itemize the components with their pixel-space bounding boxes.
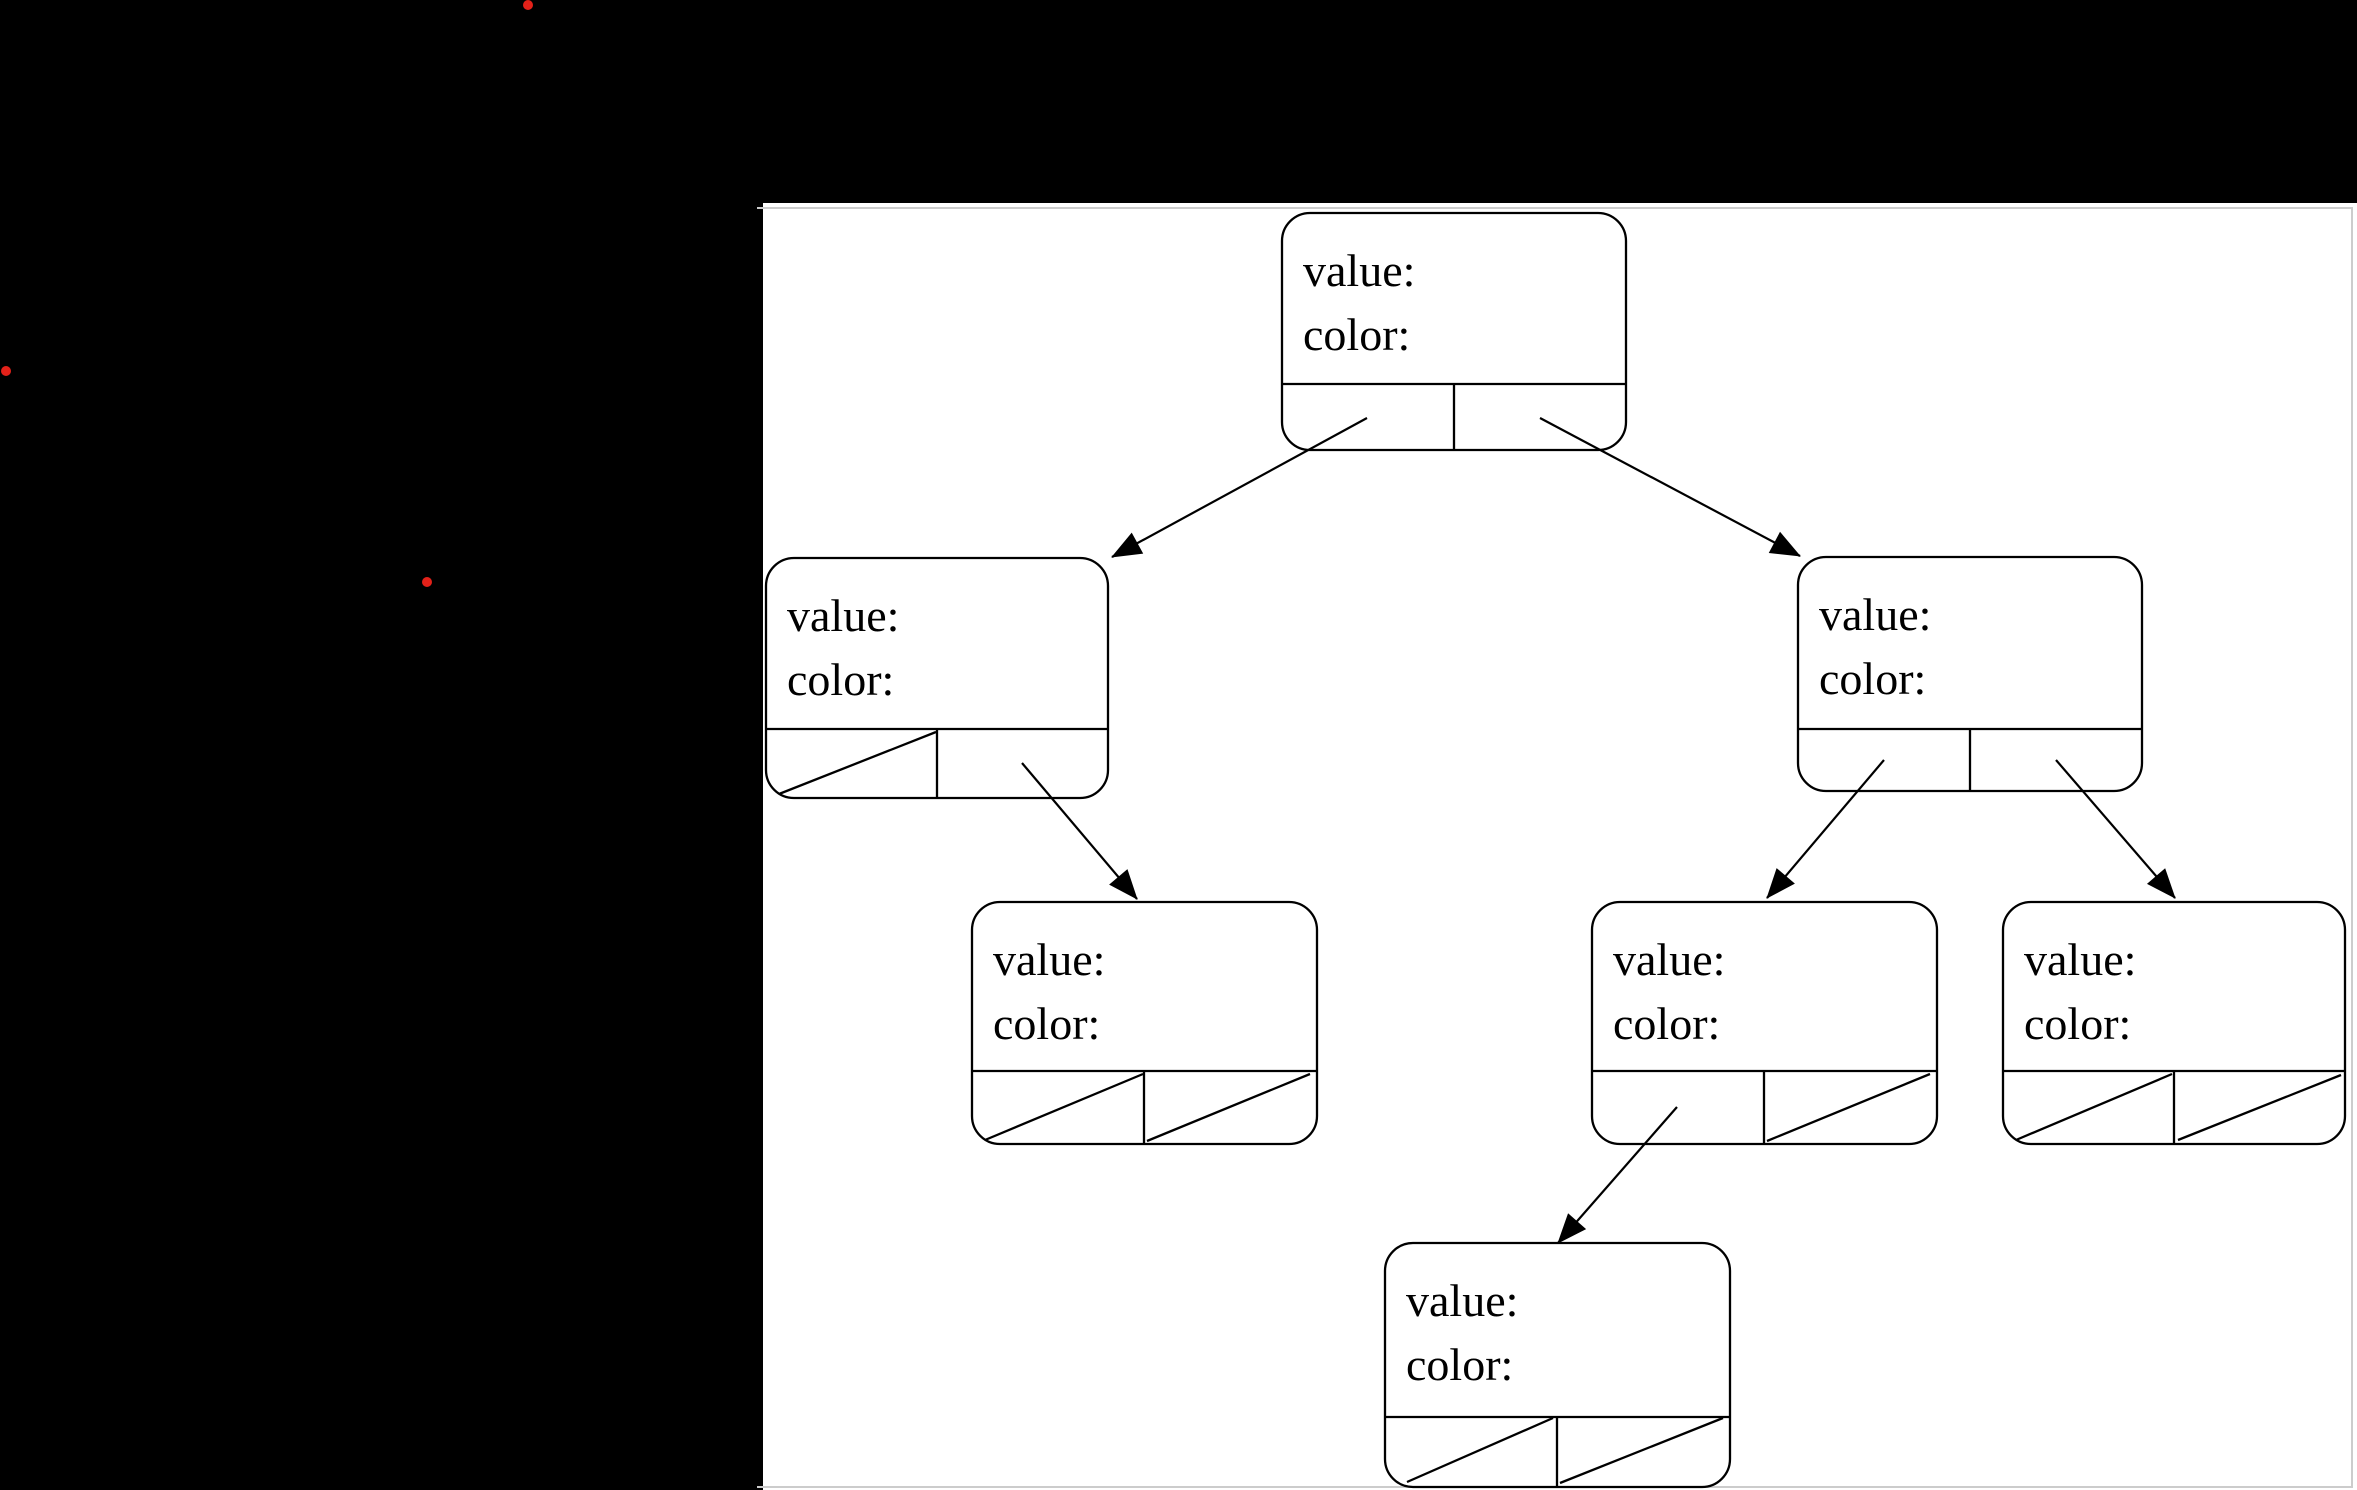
pointer-arrow-to-bottom-node <box>1557 1106 1678 1244</box>
node-value-label: value: <box>1819 589 1931 640</box>
null-pointer-diagonal <box>1559 1416 1724 1485</box>
node-color-label: color: <box>1613 998 1720 1049</box>
pointer-arrow-leftchild-right <box>1021 762 1138 900</box>
tree-node-left-right-grandchild: value: color: <box>970 900 1319 1146</box>
node-color-label: color: <box>1819 653 1926 704</box>
null-pointer-diagonal <box>2015 1072 2173 1142</box>
node-value-label: value: <box>1406 1275 1518 1326</box>
node-color-label: color: <box>787 654 894 705</box>
node-value-label: value: <box>993 934 1105 985</box>
pointer-arrow-root-left <box>1111 417 1368 558</box>
red-marker-dot <box>523 0 533 10</box>
tree-node-root: value: color: <box>1280 211 1628 452</box>
null-pointer-diagonal <box>1766 1072 1931 1143</box>
tree-node-left-child: value: color: <box>764 556 1110 800</box>
red-marker-dot <box>422 577 432 587</box>
node-color-label: color: <box>2024 998 2131 1049</box>
node-color-label: color: <box>1406 1339 1513 1390</box>
node-value-label: value: <box>1303 245 1415 296</box>
tree-node-right-left-grandchild: value: color: <box>1590 900 1939 1146</box>
null-pointer-diagonal <box>1146 1072 1311 1143</box>
null-pointer-diagonal <box>778 730 937 796</box>
tree-diagram: value: color: value: color: value: color… <box>764 211 2347 1489</box>
node-value-label: value: <box>2024 934 2136 985</box>
pointer-arrow-rightchild-left <box>1766 759 1885 899</box>
node-value-label: value: <box>787 590 899 641</box>
pointer-arrow-root-right <box>1539 417 1801 557</box>
pointer-arrow-rightchild-right <box>2055 759 2176 899</box>
node-color-label: color: <box>1303 309 1410 360</box>
null-pointer-diagonal <box>2177 1073 2342 1142</box>
tree-node-bottom: value: color: <box>1383 1241 1732 1489</box>
tree-node-right-right-grandchild: value: color: <box>2001 900 2347 1146</box>
null-pointer-diagonal <box>984 1072 1144 1142</box>
red-marker-dot <box>1 366 11 376</box>
node-value-label: value: <box>1613 934 1725 985</box>
drawing-canvas: value: color: value: color: value: color… <box>757 203 2357 1490</box>
tree-node-right-child: value: color: <box>1796 555 2144 793</box>
null-pointer-diagonal <box>1406 1416 1554 1484</box>
node-color-label: color: <box>993 998 1100 1049</box>
